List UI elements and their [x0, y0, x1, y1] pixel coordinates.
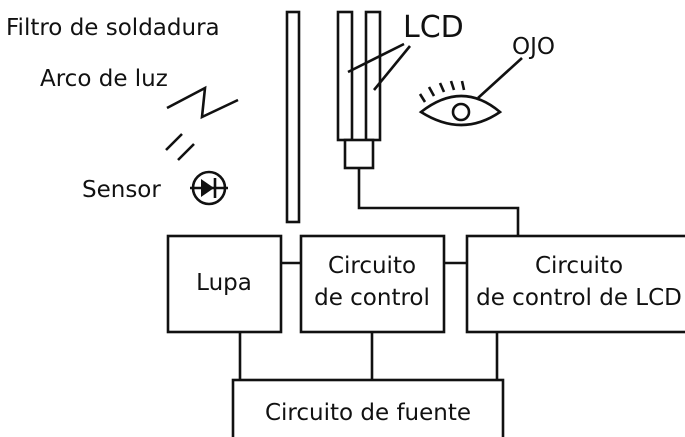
power-circuit-label: Circuito de fuente: [265, 400, 471, 426]
lcd-control-circuit-box: [465, 234, 685, 334]
lcd-to-control-wire: [357, 168, 520, 236]
magnifier-label: Lupa: [196, 270, 252, 296]
control-circuit-label-2: de control: [314, 285, 430, 311]
eye-icon: [418, 80, 503, 127]
filter-label: Filtro de soldadura: [6, 15, 220, 41]
lcd-pointer-line-1: [347, 42, 405, 74]
lcd-connector: [343, 138, 375, 170]
lcd-plate-right: [364, 10, 382, 142]
lcd-plate-left: [336, 10, 354, 142]
control-circuit-label-1: Circuito: [328, 253, 416, 279]
lcd-label: LCD: [403, 10, 464, 45]
lcd-pointer-line-2: [372, 45, 412, 91]
sensor-diode-icon: [190, 170, 228, 206]
arc-zigzag-icon: [166, 85, 239, 120]
filter-plate: [285, 10, 301, 224]
control-circuit-box: [299, 234, 446, 334]
power-circuit-box: [231, 378, 505, 437]
eye-pointer-line: [477, 57, 523, 99]
light-ray-2: [177, 143, 195, 161]
lcd-control-circuit-label-2: de control de LCD: [476, 285, 682, 311]
sensor-label: Sensor: [82, 177, 161, 203]
arc-label: Arco de luz: [40, 66, 168, 92]
eye-label: OJO: [512, 34, 555, 60]
lcd-control-circuit-label-1: Circuito: [535, 253, 623, 279]
magnifier-box: [166, 234, 283, 334]
light-ray-1: [165, 133, 183, 151]
